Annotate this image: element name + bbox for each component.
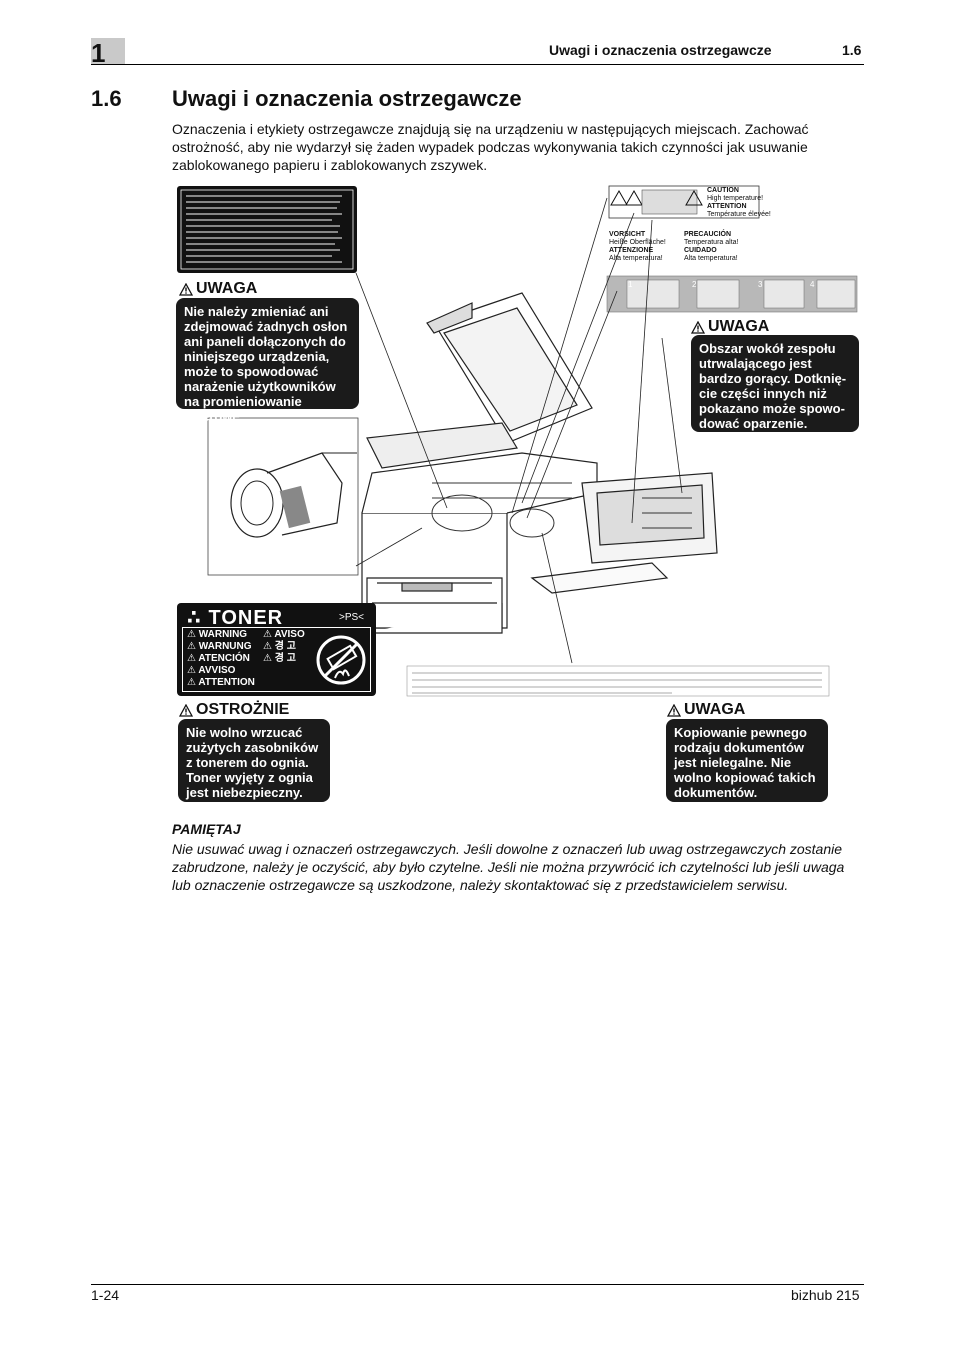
copy-warning-title: UWAGA [667, 701, 745, 719]
toner-caution-text: Nie wolno wrzucać zużytych zasobników z … [178, 719, 330, 802]
toner-caution-title: OSTROŻNIE [179, 701, 289, 719]
section-title: Uwagi i oznaczenia ostrzegawcze [172, 86, 522, 112]
note-title: PAMIĘTAJ [172, 821, 241, 837]
note-text: Nie usuwać uwag i oznaczeń ostrzegawczyc… [172, 840, 862, 894]
step-number-3: 3 [758, 280, 762, 289]
section-number: 1.6 [91, 86, 122, 112]
copy-warning-text: Kopiowanie pewnego rodzaju dokumentów je… [666, 719, 828, 802]
warning-icon [691, 321, 705, 334]
step-number-1: 1 [628, 280, 632, 289]
step-number-2: 2 [692, 280, 696, 289]
toner-label: ∴ TONER >PS< ⚠ WARNING ⚠ WARNUNG ⚠ ATENC… [177, 603, 376, 696]
product-name: bizhub 215 [791, 1287, 860, 1303]
warning-icon [667, 704, 681, 717]
fuser-warning-text: Obszar wokół zespołu utrwalającego jest … [691, 335, 859, 432]
footer-rule [91, 1284, 864, 1285]
running-header-title: Uwagi i oznaczenia ostrzegawcze [549, 42, 772, 58]
step-number-4: 4 [810, 280, 814, 289]
fuser-warning-title: UWAGA [691, 318, 769, 336]
warning-icon [179, 704, 193, 717]
header-rule [91, 64, 864, 65]
laser-warning-title: UWAGA [179, 280, 257, 298]
no-fire-icon [315, 634, 367, 686]
toner-label-ps: >PS< [339, 612, 364, 623]
page-number: 1-24 [91, 1287, 119, 1303]
laser-warning-text: Nie należy zmieniać ani zdejmować żadnyc… [176, 298, 359, 409]
warning-icon [179, 283, 193, 296]
intro-paragraph: Oznaczenia i etykiety ostrzegawcze znajd… [172, 120, 852, 174]
running-header-section: 1.6 [842, 42, 861, 58]
toner-label-box: ⚠ WARNING ⚠ WARNUNG ⚠ ATENCIÓN ⚠ AVVISO … [182, 627, 371, 692]
hot-label-caution: CAUTION High temperature! ATTENTION Temp… [707, 187, 771, 219]
